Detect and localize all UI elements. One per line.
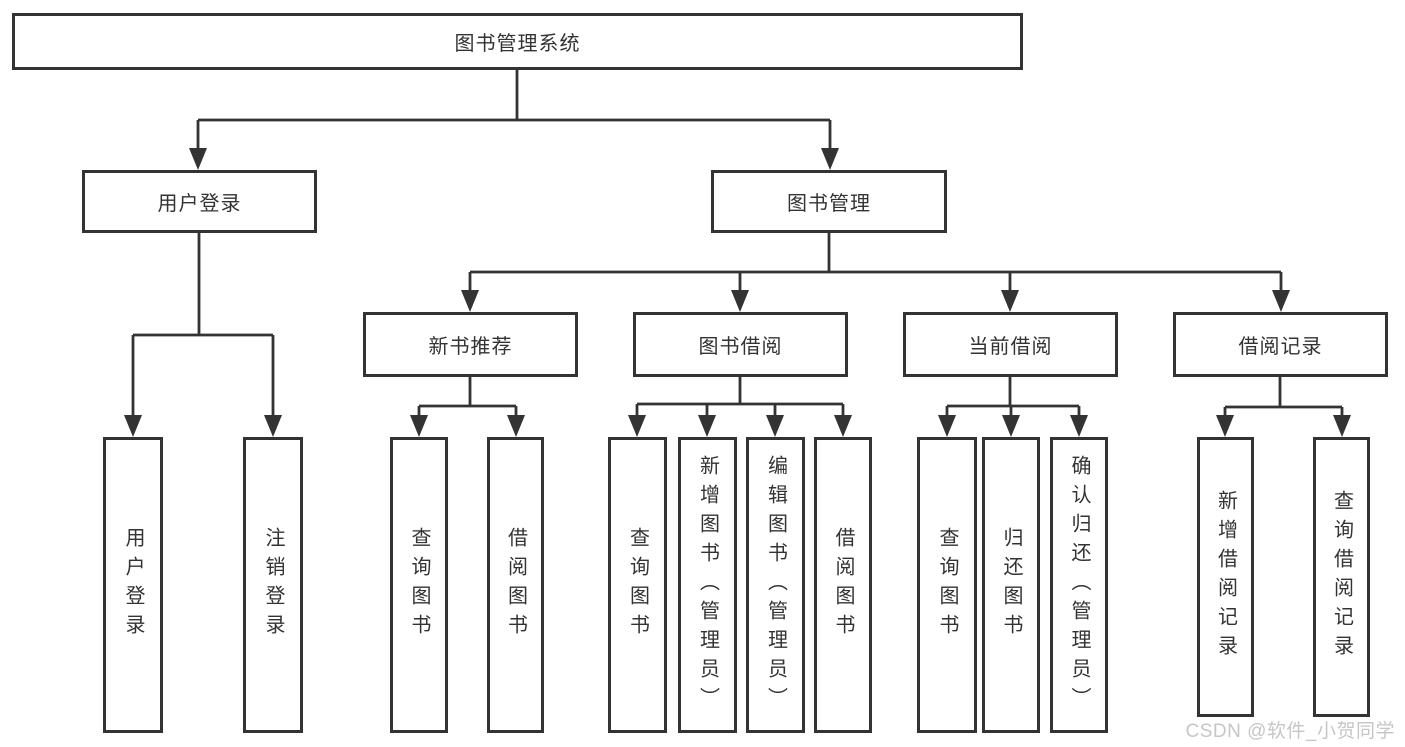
leaf-confirm-return-admin-label: 确认归还（管理员） xyxy=(1068,454,1090,716)
leaf-add-books-admin: 新增图书（管理员） xyxy=(678,437,737,733)
leaf-user-login: 用户登录 xyxy=(103,437,163,733)
leaf-edit-books-admin-label: 编辑图书（管理员） xyxy=(764,454,787,716)
node-book-management: 图书管理 xyxy=(711,170,947,233)
leaf-add-borrow-record-label: 新增借阅记录 xyxy=(1214,490,1237,664)
node-new-book-recommend-label: 新书推荐 xyxy=(428,336,513,358)
node-borrow-records-label: 借阅记录 xyxy=(1238,336,1323,358)
node-current-borrow: 当前借阅 xyxy=(903,312,1118,377)
leaf-borrow-books-label: 借阅图书 xyxy=(832,527,854,643)
leaf-edit-books-admin: 编辑图书（管理员） xyxy=(746,437,805,733)
leaf-current-query-books: 查询图书 xyxy=(917,437,977,733)
leaf-query-borrow-record-label: 查询借阅记录 xyxy=(1330,490,1353,664)
leaf-borrow-books: 借阅图书 xyxy=(814,437,872,733)
node-root-system: 图书管理系统 xyxy=(12,13,1023,70)
leaf-add-books-admin-label: 新增图书（管理员） xyxy=(696,454,719,716)
leaf-borrow-query-books: 查询图书 xyxy=(608,437,667,733)
leaf-current-query-books-label: 查询图书 xyxy=(936,527,958,643)
node-user-login-label: 用户登录 xyxy=(157,193,242,215)
leaf-query-borrow-record: 查询借阅记录 xyxy=(1313,437,1370,717)
node-new-book-recommend: 新书推荐 xyxy=(363,312,578,377)
leaf-return-books-label: 归还图书 xyxy=(1000,527,1022,643)
node-user-login: 用户登录 xyxy=(82,170,317,233)
leaf-logout: 注销登录 xyxy=(243,437,303,733)
leaf-user-login-label: 用户登录 xyxy=(122,527,144,643)
leaf-recommend-borrow-books-label: 借阅图书 xyxy=(504,527,527,643)
leaf-logout-label: 注销登录 xyxy=(262,527,284,643)
node-book-borrow-label: 图书借阅 xyxy=(698,336,783,358)
leaf-confirm-return-admin: 确认归还（管理员） xyxy=(1050,437,1108,733)
node-root-label: 图书管理系统 xyxy=(454,33,581,55)
leaf-borrow-query-books-label: 查询图书 xyxy=(626,527,649,643)
leaf-add-borrow-record: 新增借阅记录 xyxy=(1197,437,1254,717)
node-current-borrow-label: 当前借阅 xyxy=(968,336,1053,358)
leaf-recommend-query-books-label: 查询图书 xyxy=(408,527,430,643)
leaf-recommend-query-books: 查询图书 xyxy=(390,437,448,733)
node-book-management-label: 图书管理 xyxy=(787,193,871,215)
node-book-borrow: 图书借阅 xyxy=(633,312,848,377)
node-borrow-records: 借阅记录 xyxy=(1173,312,1388,377)
csdn-watermark: CSDN @软件_小贺同学 xyxy=(1185,721,1395,742)
leaf-return-books: 归还图书 xyxy=(982,437,1040,733)
leaf-recommend-borrow-books: 借阅图书 xyxy=(487,437,544,733)
